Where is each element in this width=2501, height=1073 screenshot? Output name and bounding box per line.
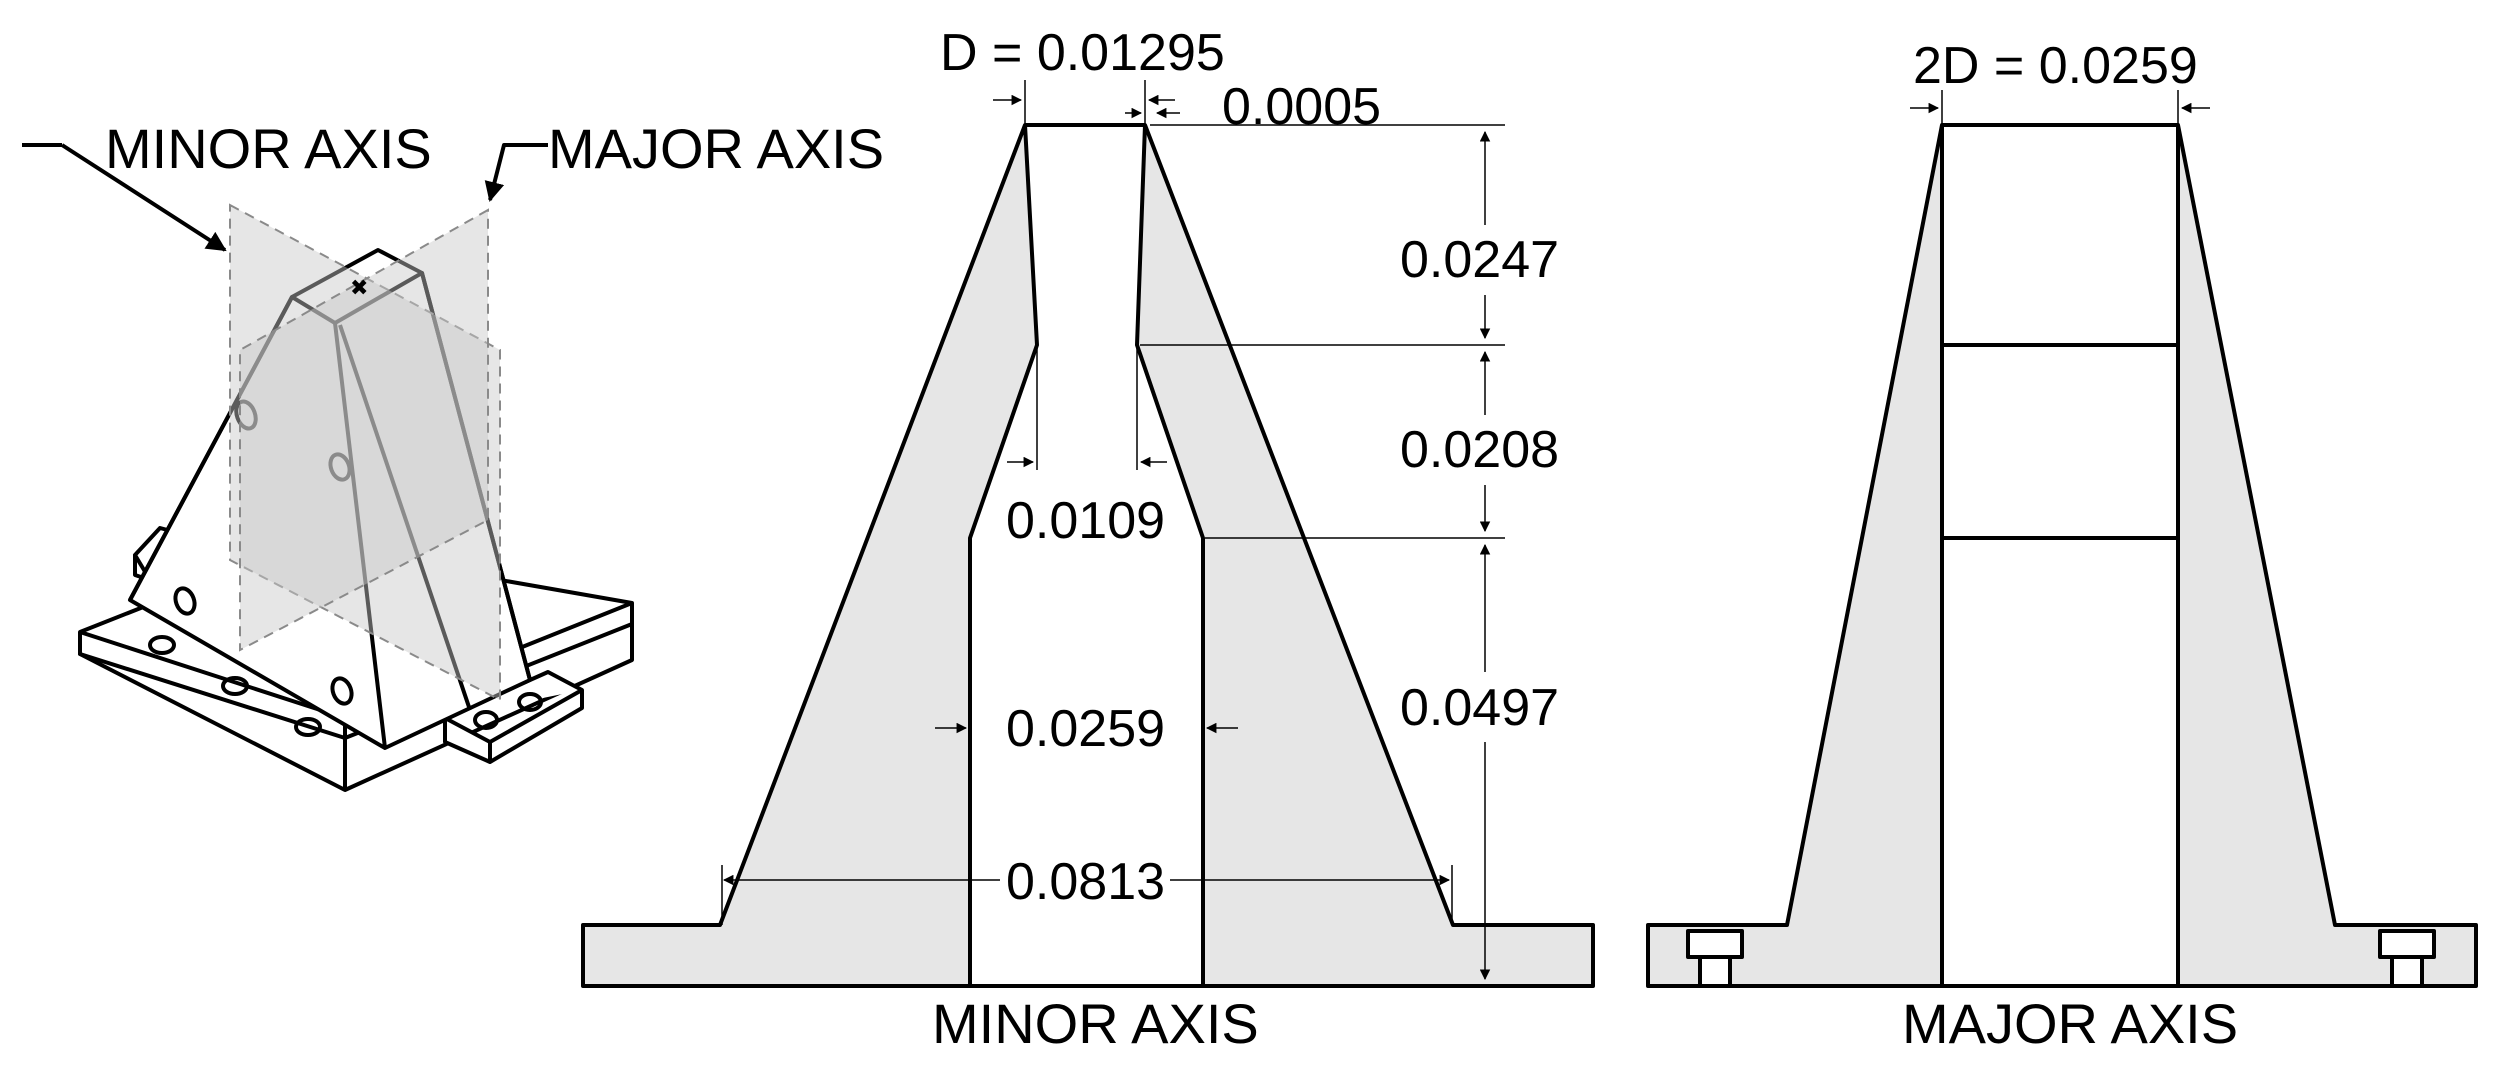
minor-bore-outline — [968, 124, 1205, 986]
major-top-width-label: 2D = 0.0259 — [1913, 37, 2198, 95]
minor-outer-outline — [581, 123, 1595, 988]
minor-right-wall-fill — [1137, 125, 1593, 986]
bolt-right — [2378, 929, 2436, 988]
minor-axis-leader — [22, 143, 225, 250]
minor-section-caption: MINOR AXIS — [932, 992, 1259, 1055]
minor-axis-section: 0.0247 0.0208 0.0497 D = 0.01295 0.0005 … — [581, 24, 1595, 1055]
major-axis-label: MAJOR AXIS — [548, 117, 884, 180]
height-2-label-bg — [1400, 415, 1570, 485]
height-3-label: 0.0497 — [1400, 679, 1559, 737]
lug-right — [443, 670, 584, 764]
base-holes — [148, 399, 543, 737]
major-left-wall-fill — [1648, 125, 1942, 986]
top-width-label: D = 0.01295 — [940, 24, 1225, 82]
isometric-view: ✖ MINOR AXIS MAJOR AXIS — [22, 117, 884, 792]
height-2-label: 0.0208 — [1400, 421, 1559, 479]
major-right-wall-fill — [2178, 125, 2476, 986]
minor-extension-lines — [1140, 124, 1505, 987]
major-axis-plane — [239, 208, 489, 652]
base-width-label: 0.0813 — [1006, 853, 1165, 911]
major-bore-outline — [1940, 125, 2180, 986]
bolt-left — [1686, 929, 1744, 988]
taper-label: 0.0005 — [1222, 78, 1381, 136]
throat-label: 0.0109 — [1006, 492, 1165, 550]
minor-axis-plane — [229, 203, 501, 702]
base-plate-front — [78, 603, 634, 792]
major-outer-outline — [1646, 123, 2478, 988]
pyramid-edges — [128, 272, 532, 749]
minor-left-wall-fill — [583, 125, 1037, 986]
major-axis-leader — [484, 143, 548, 202]
height-1-label-bg — [1400, 225, 1570, 295]
major-axis-section: 2D = 0.0259 MAJOR AXIS — [1646, 37, 2478, 1055]
bore-label: 0.0259 — [1006, 700, 1165, 758]
major-section-caption: MAJOR AXIS — [1902, 992, 2238, 1055]
height-3-label-bg — [1400, 672, 1570, 742]
height-1-label: 0.0247 — [1400, 231, 1559, 289]
top-center-mark: ✖ — [350, 275, 368, 300]
minor-axis-label: MINOR AXIS — [105, 117, 432, 180]
